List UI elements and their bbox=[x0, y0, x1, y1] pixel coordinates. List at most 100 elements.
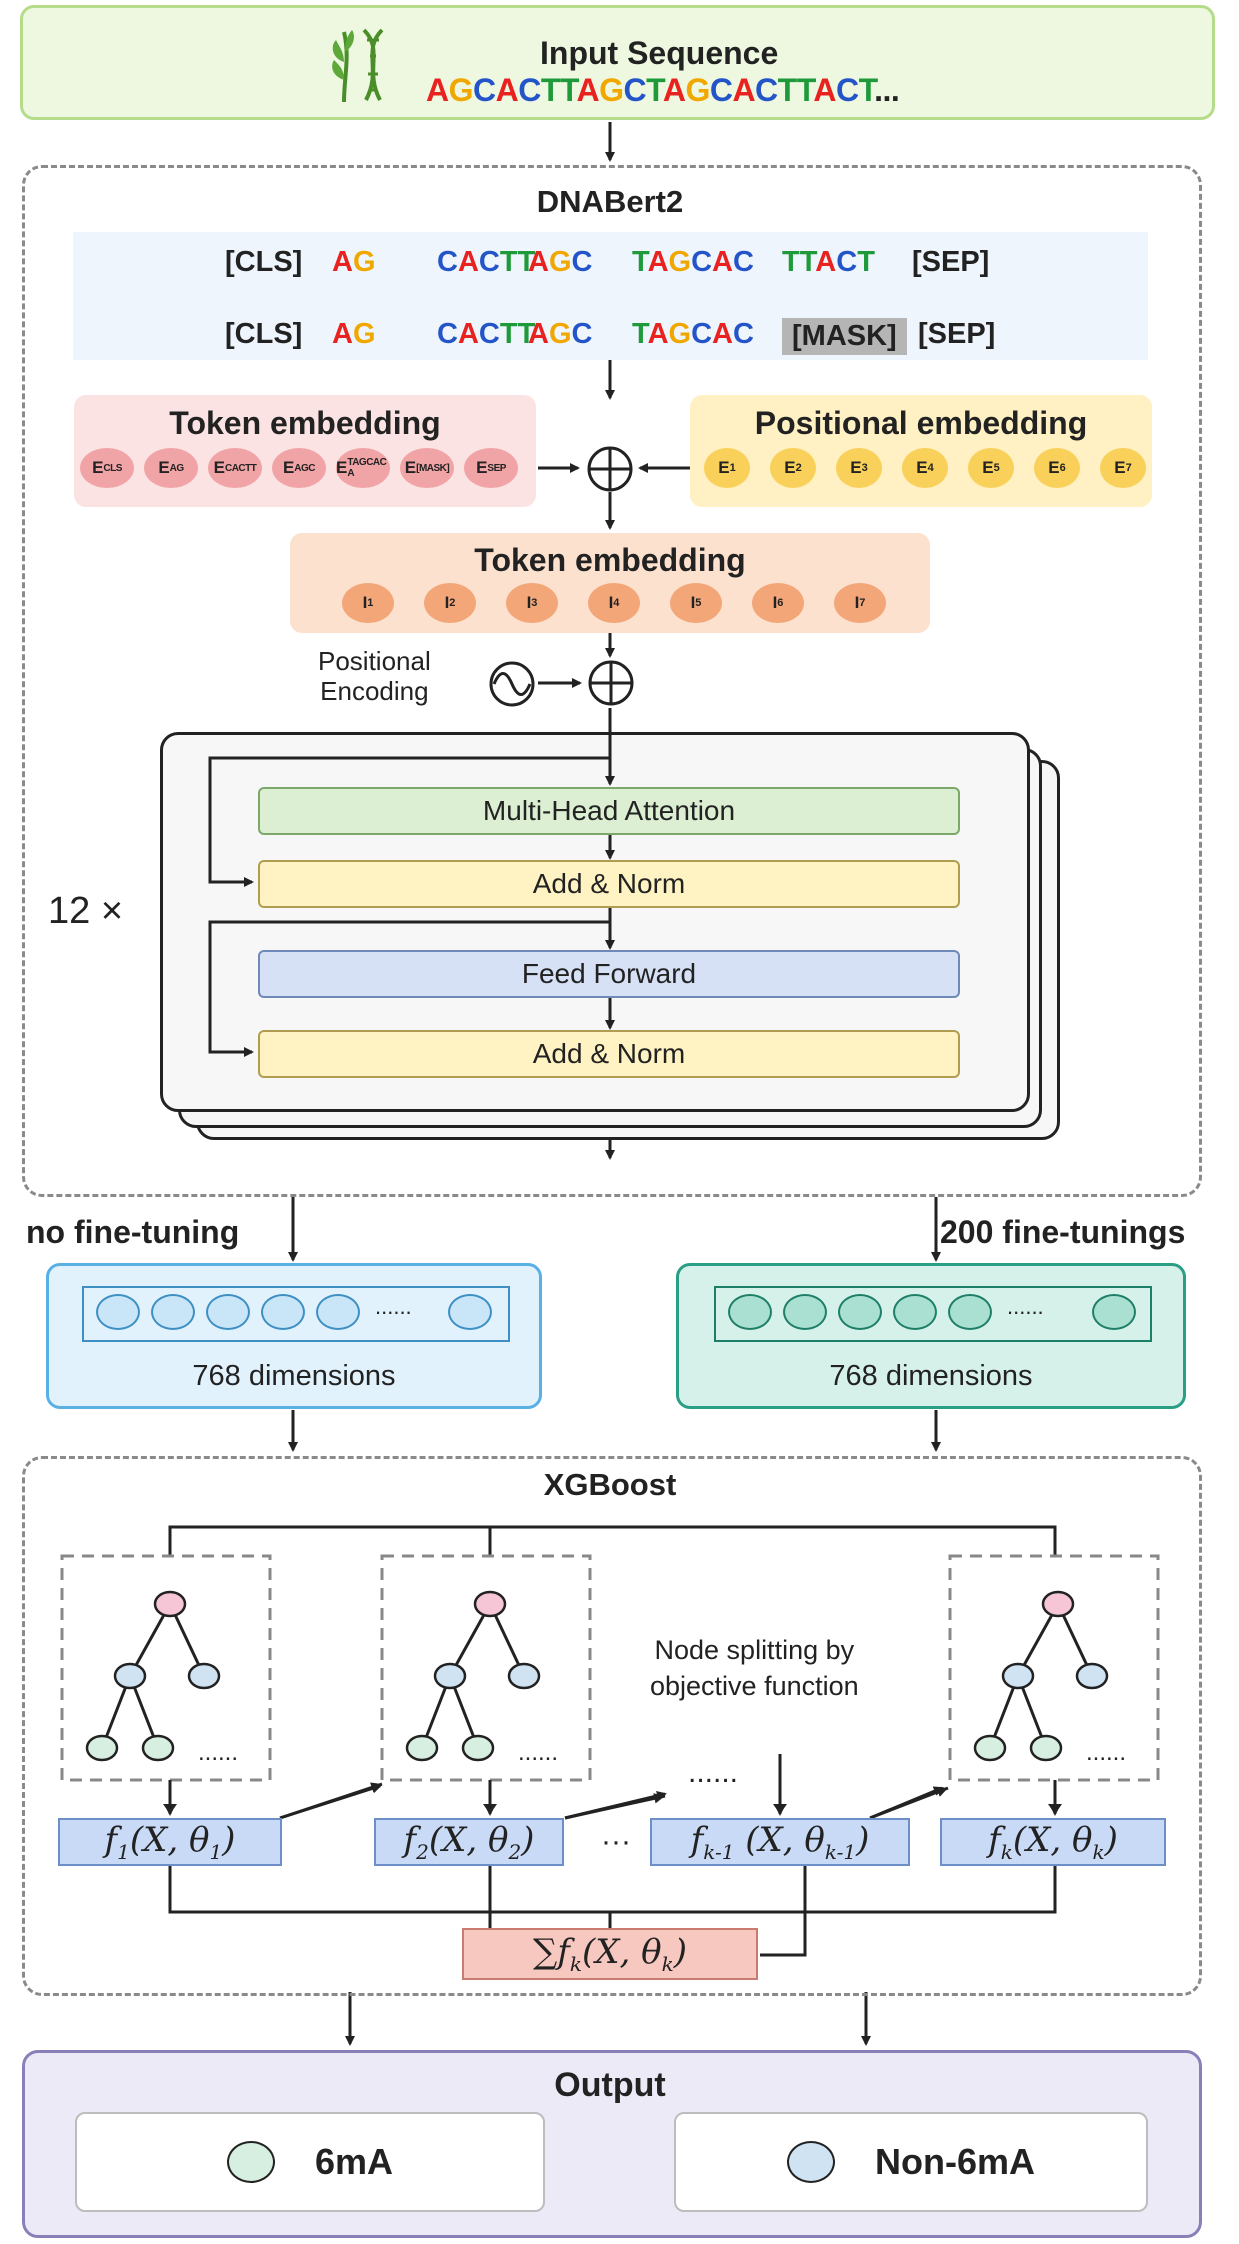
nucleotide-12: G bbox=[685, 72, 710, 108]
nucleotide-0: A bbox=[426, 72, 449, 108]
nucleotide-3: A bbox=[495, 72, 519, 108]
repeat-count-label: 12 × bbox=[48, 890, 124, 932]
token-1: AG bbox=[332, 246, 376, 278]
vector-cell-4 bbox=[316, 1294, 360, 1330]
input-title: Input Sequence bbox=[540, 35, 779, 71]
vector-cell-0 bbox=[728, 1294, 772, 1330]
vector-cell-2 bbox=[206, 1294, 250, 1330]
left-dimensions-label: 768 dimensions bbox=[192, 1359, 396, 1392]
non-6ma-marker-icon bbox=[787, 2141, 835, 2183]
decision-tree-0: ...... bbox=[60, 1554, 272, 1782]
sum-function-box: ∑fk(X, θk) bbox=[462, 1928, 758, 1980]
xgboost-panel bbox=[22, 1456, 1202, 1996]
finetuning-label: 200 fine-tunings bbox=[940, 1214, 1186, 1250]
nucleotide-2: C bbox=[473, 72, 496, 108]
output-title: Output bbox=[554, 2065, 666, 2104]
vector-right-frame bbox=[714, 1286, 1152, 1342]
vector-cell-last bbox=[448, 1294, 492, 1330]
nucleotide-14: A bbox=[732, 72, 756, 108]
vector-cell-2 bbox=[838, 1294, 882, 1330]
dnabert2-panel bbox=[22, 165, 1202, 1197]
token-5: [MASK] bbox=[782, 318, 907, 355]
6ma-marker-icon bbox=[226, 2141, 275, 2183]
nucleotide-5: T bbox=[540, 72, 561, 108]
svg-text:......: ...... bbox=[198, 1739, 238, 1766]
output-class-non-6ma: Non-6mA bbox=[674, 2112, 1148, 2212]
vector-ellipsis: ...... bbox=[375, 1294, 412, 1319]
token-0: [CLS] bbox=[225, 318, 303, 350]
add-norm-block-1: Add & Norm bbox=[258, 860, 960, 908]
nucleotide-19: C bbox=[835, 72, 859, 108]
nucleotide-15: C bbox=[755, 72, 778, 108]
token-4: TAGCAC bbox=[632, 318, 754, 350]
nucleotide-8: G bbox=[599, 72, 624, 108]
nucleotide-10: T bbox=[646, 72, 663, 108]
token-sequence-panel bbox=[73, 232, 1148, 360]
sum-operator-icon bbox=[587, 446, 633, 492]
middle-ellipsis: ...... bbox=[688, 1756, 739, 1789]
function-ellipsis: ··· bbox=[601, 1825, 631, 1858]
vector-left-frame bbox=[82, 1286, 510, 1342]
output-class-6ma: 6mA bbox=[75, 2112, 545, 2212]
nucleotide-1: G bbox=[448, 72, 474, 108]
feed-forward-block: Feed Forward bbox=[258, 950, 960, 998]
vector-ellipsis: ...... bbox=[1007, 1294, 1044, 1319]
vector-right-cells: ...... bbox=[714, 1286, 1152, 1342]
nucleotide-9: C bbox=[623, 72, 647, 108]
function-box-k-minus-1: fk-1 (X, θk-1) bbox=[650, 1818, 910, 1866]
function-box-1: f1(X, θ1) bbox=[58, 1818, 282, 1866]
encoder-inner-connectors bbox=[208, 708, 615, 1057]
token-1: AG bbox=[332, 318, 376, 350]
dnabert2-title: DNABert2 bbox=[536, 184, 684, 219]
token-2: CACTT bbox=[437, 318, 536, 350]
vector-cell-3 bbox=[893, 1294, 937, 1330]
node-splitting-note: Node splitting by objective function bbox=[650, 1635, 859, 1701]
token-2: CACTT bbox=[437, 246, 536, 278]
nucleotide-17: T bbox=[796, 72, 814, 108]
token-embedding-5: E[MASK] bbox=[400, 448, 454, 488]
dna-plant-icon bbox=[332, 28, 384, 103]
nucleotide-4: C bbox=[518, 72, 541, 108]
token-5: TTACT bbox=[782, 246, 875, 278]
vector-cell-1 bbox=[783, 1294, 827, 1330]
nucleotide-7: A bbox=[576, 72, 600, 108]
vector-left-cells: ...... bbox=[82, 1286, 510, 1342]
function-box-2: f2(X, θ2) bbox=[374, 1818, 564, 1866]
decision-tree-1: ...... bbox=[380, 1554, 592, 1782]
function-connectors bbox=[168, 1866, 1057, 1957]
combined-embedding-title: Token embedding bbox=[474, 541, 746, 578]
token-3: AGC bbox=[528, 246, 593, 278]
vector-cell-4 bbox=[948, 1294, 992, 1330]
nucleotide-18: A bbox=[813, 72, 836, 108]
nucleotide-20: T bbox=[858, 72, 875, 108]
vector-cell-1 bbox=[151, 1294, 195, 1330]
sine-wave-icon bbox=[489, 661, 535, 707]
input-sequence-box bbox=[20, 5, 1215, 120]
sequence-ellipsis: ... bbox=[874, 72, 900, 108]
input-sequence-text: AGCACTTAGCTAGCACTTACT... bbox=[426, 72, 900, 109]
nucleotide-13: C bbox=[709, 72, 733, 108]
svg-text:......: ...... bbox=[518, 1739, 558, 1766]
xgboost-title: XGBoost bbox=[543, 1467, 677, 1502]
token-0: [CLS] bbox=[225, 246, 303, 278]
right-dimensions-label: 768 dimensions bbox=[829, 1359, 1033, 1392]
